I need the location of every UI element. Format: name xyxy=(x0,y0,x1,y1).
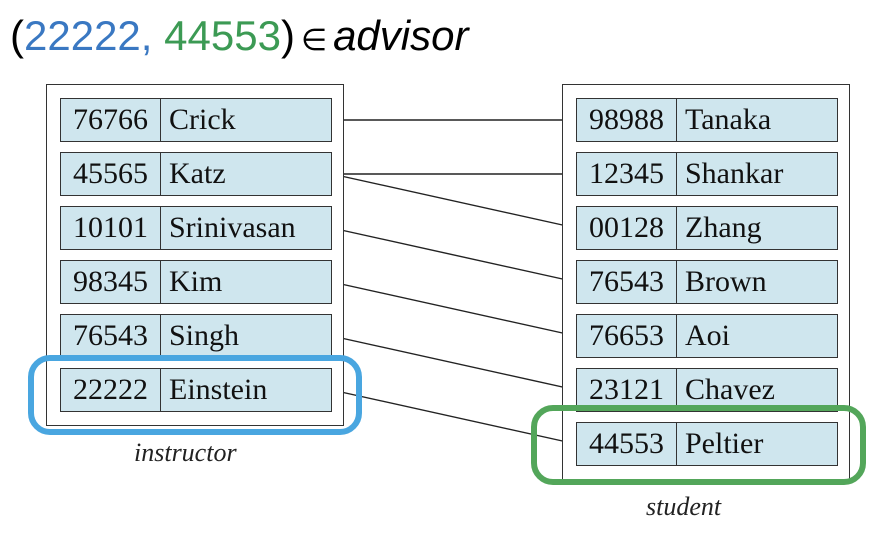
instructor-name-cell: Srinivasan xyxy=(169,211,296,244)
student-row: 12345 Shankar xyxy=(576,152,838,196)
instructor-name-cell: Crick xyxy=(169,103,236,136)
advisor-link-line xyxy=(331,335,577,391)
element-of-symbol: ∈ xyxy=(300,23,328,58)
student-id-cell: 23121 xyxy=(577,369,677,411)
instructor-row: 22222 Einstein xyxy=(60,368,332,412)
diagram-title: (22222, 44553)∈advisor xyxy=(10,8,468,69)
advisor-link-line xyxy=(331,227,577,283)
instructor-id-cell: 22222 xyxy=(61,369,161,411)
advisor-link-line xyxy=(331,173,577,229)
student-name-cell: Tanaka xyxy=(685,103,772,136)
student-name-cell: Brown xyxy=(685,265,767,298)
instructor-id-cell: 10101 xyxy=(61,207,161,249)
student-highlight xyxy=(531,405,866,485)
student-row: 00128 Zhang xyxy=(576,206,838,250)
student-id-cell: 76543 xyxy=(577,261,677,303)
instructor-name-cell: Einstein xyxy=(169,373,268,406)
student-table: 98988 Tanaka 12345 Shankar 00128 Zhang 7… xyxy=(562,84,850,480)
instructor-name-cell: Katz xyxy=(169,157,226,190)
student-name-cell: Zhang xyxy=(685,211,762,244)
student-row: 98988 Tanaka xyxy=(576,98,838,142)
student-id-cell: 00128 xyxy=(577,207,677,249)
title-close-paren: ) xyxy=(280,12,295,59)
instructor-table: 76766 Crick 45565 Katz 10101 Srinivasan … xyxy=(46,84,344,426)
instructor-id-cell: 76543 xyxy=(61,315,161,357)
student-name-cell: Peltier xyxy=(685,427,764,460)
advisor-link-line xyxy=(331,281,577,337)
student-row: 76543 Brown xyxy=(576,260,838,304)
title-relation: advisor xyxy=(333,12,469,59)
student-row: 76653 Aoi xyxy=(576,314,838,358)
student-name-cell: Chavez xyxy=(685,373,775,406)
instructor-name-cell: Kim xyxy=(169,265,223,298)
instructor-row: 45565 Katz xyxy=(60,152,332,196)
title-instructor-id: 22222 xyxy=(24,12,141,59)
student-id-cell: 44553 xyxy=(577,423,677,465)
student-row: 23121 Chavez xyxy=(576,368,838,412)
title-student-id: 44553 xyxy=(164,12,281,59)
student-caption: student xyxy=(646,492,722,521)
student-name-cell: Aoi xyxy=(685,319,730,352)
instructor-id-cell: 45565 xyxy=(61,153,161,195)
student-id-cell: 12345 xyxy=(577,153,677,195)
student-name-cell: Shankar xyxy=(685,157,784,190)
student-row: 44553 Peltier xyxy=(576,422,838,466)
instructor-caption: instructor xyxy=(134,438,237,467)
instructor-row: 98345 Kim xyxy=(60,260,332,304)
instructor-id-cell: 98345 xyxy=(61,261,161,303)
instructor-name-cell: Singh xyxy=(169,319,240,352)
instructor-row: 10101 Srinivasan xyxy=(60,206,332,250)
title-open-paren: ( xyxy=(10,12,24,59)
instructor-row: 76543 Singh xyxy=(60,314,332,358)
student-id-cell: 98988 xyxy=(577,99,677,141)
instructor-id-cell: 76766 xyxy=(61,99,161,141)
title-comma: , xyxy=(140,12,153,59)
instructor-row: 76766 Crick xyxy=(60,98,332,142)
instructor-highlight xyxy=(28,355,362,435)
student-id-cell: 76653 xyxy=(577,315,677,357)
